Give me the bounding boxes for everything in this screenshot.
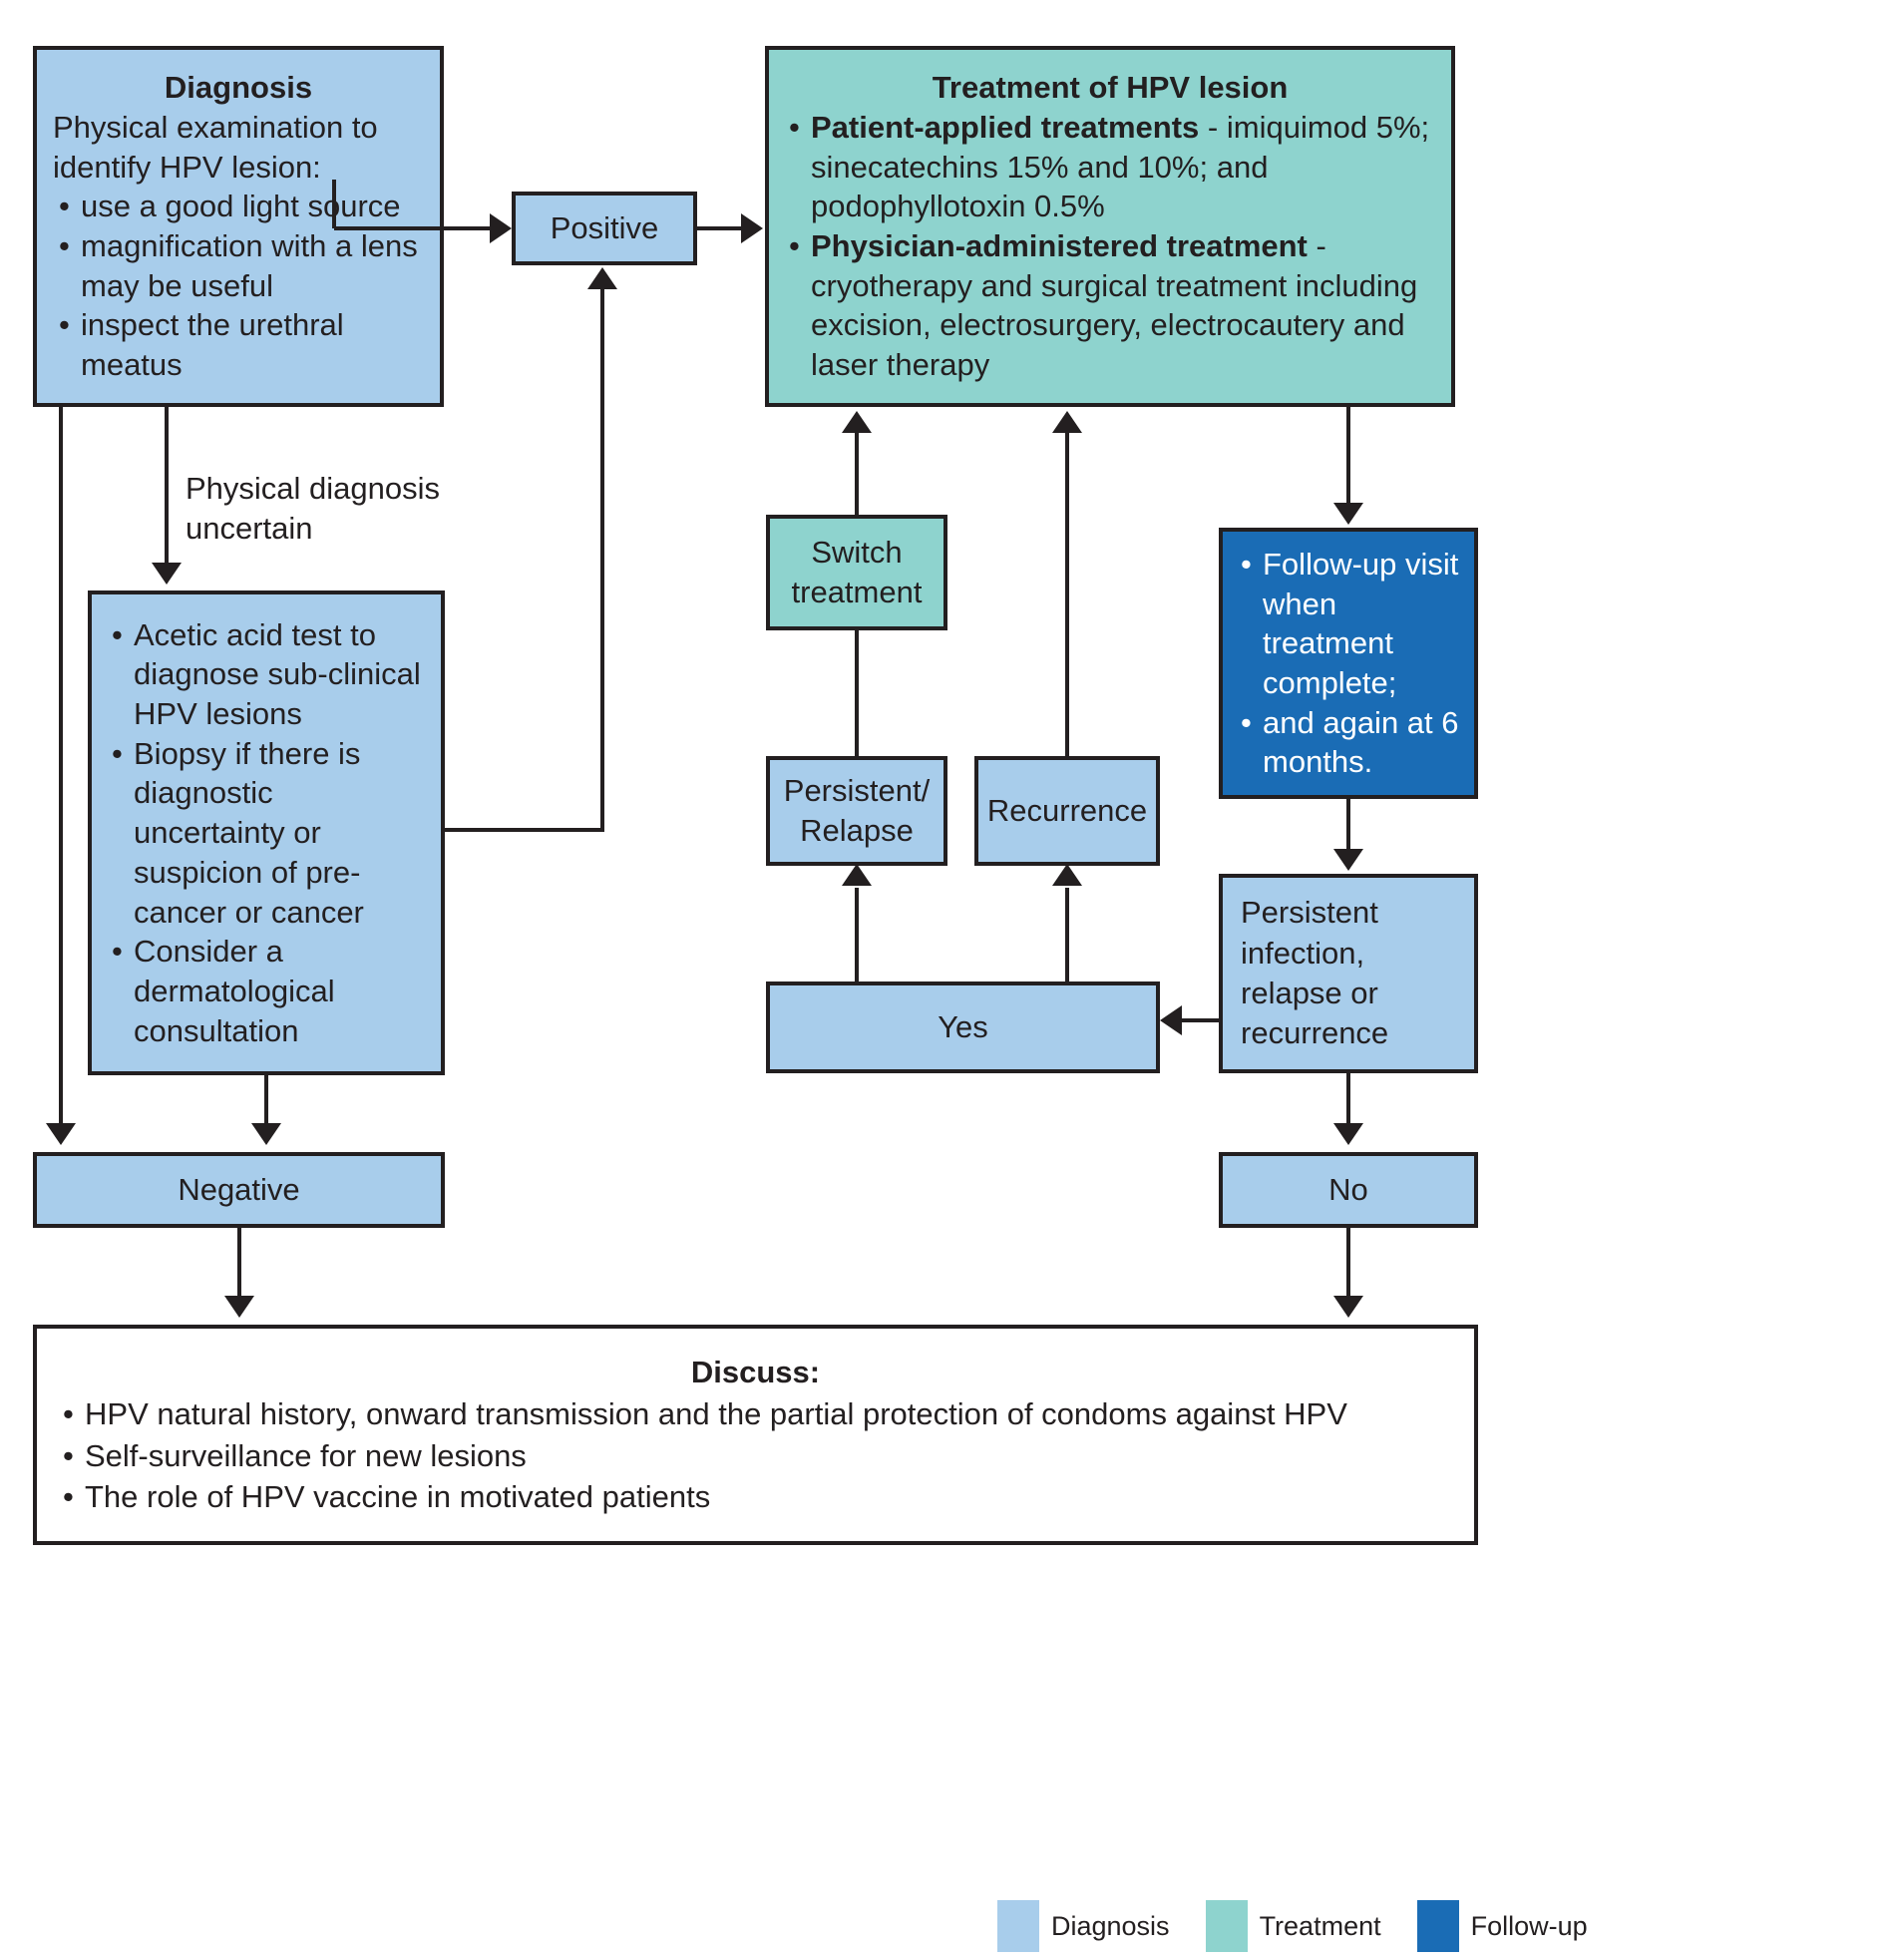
switch-treatment-line-1: Switch — [811, 534, 903, 570]
negative-label: Negative — [178, 1172, 300, 1207]
positive-label: Positive — [550, 210, 659, 245]
node-no: No — [1219, 1152, 1478, 1228]
arrowhead-acetic-to-negative — [251, 1123, 281, 1145]
treatment-bullet-2-rest: - cryotherapy and surgical treatment inc… — [811, 228, 1418, 383]
diagnosis-line-1: Physical examination to — [53, 109, 378, 145]
edge-yes-to-recurrence — [1065, 888, 1069, 983]
diagnosis-bullet-1: use a good light source — [53, 187, 424, 226]
arrowhead-negative-to-discuss — [224, 1296, 254, 1318]
switch-treatment-line-2: treatment — [791, 575, 923, 609]
legend-swatch-followup — [1416, 1900, 1459, 1952]
persistent-relapse-line-1: Persistent/ — [783, 772, 931, 808]
treatment-bullet-2-bold: Physician-administered treatment — [811, 228, 1308, 263]
legend-item-followup: Follow-up — [1416, 1900, 1588, 1952]
followup-bullet-2: and again at 6 months. — [1235, 703, 1462, 782]
edge-acetic-to-positive-v — [600, 289, 604, 830]
arrowhead-yes-to-persistent — [842, 864, 872, 886]
diagnosis-bullet-2: magnification with a lens may be useful — [53, 226, 424, 305]
persistent-infection-line-1: Persistent — [1241, 895, 1378, 931]
acetic-bullet-1: Acetic acid test to diagnose sub-clinica… — [106, 615, 427, 734]
edge-positive-to-treatment — [697, 226, 743, 230]
acetic-bullet-2: Biopsy if there is diagnostic uncertaint… — [106, 734, 427, 932]
legend-swatch-treatment — [1205, 1900, 1248, 1952]
edge-persistent-infection-to-no — [1346, 1073, 1350, 1123]
arrowhead-no-to-discuss — [1333, 1296, 1363, 1318]
edge-acetic-to-negative — [264, 1075, 268, 1123]
arrowhead-persistent-infection-to-no — [1333, 1123, 1363, 1145]
recurrence-label: Recurrence — [986, 793, 1148, 828]
legend-label-treatment: Treatment — [1259, 1910, 1381, 1941]
edge-treatment-to-followup — [1346, 407, 1350, 503]
arrowhead-recurrence-to-treatment — [1052, 411, 1082, 433]
edge-label-uncertain: Physical diagnosis uncertain — [186, 469, 440, 548]
persistent-infection-line-2: infection, — [1241, 935, 1365, 971]
node-followup: Follow-up visit when treatment complete;… — [1219, 528, 1478, 799]
edge-yes-to-persistent — [855, 888, 859, 983]
diagnosis-title: Diagnosis — [164, 70, 313, 106]
treatment-bullet-1-rest: - imiquimod 5%; sinecatechins 15% and 10… — [811, 109, 1430, 224]
edge-diagnosis-to-positive — [334, 226, 494, 230]
uncertain-line-2: uncertain — [186, 510, 313, 546]
node-yes: Yes — [766, 981, 1160, 1073]
legend-item-treatment: Treatment — [1205, 1900, 1381, 1952]
acetic-bullet-3: Consider a dermatological consultation — [106, 932, 427, 1050]
arrowhead-treatment-to-followup — [1333, 503, 1363, 525]
arrowhead-positive-to-treatment — [741, 213, 763, 243]
discuss-bullet-2: Self-surveillance for new lesions — [57, 1435, 1454, 1477]
legend: Diagnosis Treatment Follow-up — [997, 1900, 1588, 1952]
discuss-title: Discuss: — [690, 1355, 821, 1390]
yes-label: Yes — [938, 1009, 988, 1044]
arrowhead-yes-to-recurrence — [1052, 864, 1082, 886]
edge-negative-to-discuss — [237, 1228, 241, 1296]
treatment-bullet-2: Physician-administered treatment - cryot… — [783, 226, 1437, 385]
arrowhead-diagnosis-to-positive — [490, 213, 512, 243]
edge-acetic-to-positive-h — [443, 828, 604, 832]
edge-diagnosis-to-acetic — [165, 407, 169, 563]
treatment-bullet-1-bold: Patient-applied treatments — [811, 109, 1200, 145]
persistent-relapse-line-2: Relapse — [800, 813, 914, 848]
node-persistent-infection: Persistent infection, relapse or recurre… — [1219, 874, 1478, 1073]
node-positive: Positive — [512, 192, 697, 265]
legend-label-diagnosis: Diagnosis — [1051, 1910, 1170, 1941]
legend-item-diagnosis: Diagnosis — [997, 1900, 1170, 1952]
followup-bullet-1: Follow-up visit when treatment complete; — [1235, 545, 1462, 703]
arrowhead-diagnosis-to-negative — [46, 1123, 76, 1145]
node-treatment: Treatment of HPV lesion Patient-applied … — [765, 46, 1455, 407]
arrowhead-diagnosis-to-acetic — [152, 563, 182, 585]
node-recurrence: Recurrence — [974, 756, 1160, 866]
diagnosis-bullet-3: inspect the urethral meatus — [53, 305, 424, 384]
legend-label-followup: Follow-up — [1470, 1910, 1588, 1941]
edge-no-to-discuss — [1346, 1228, 1350, 1296]
persistent-infection-line-3: relapse or — [1241, 976, 1378, 1010]
diagnosis-line-2: identify HPV lesion: — [53, 149, 321, 185]
persistent-infection-line-4: recurrence — [1241, 1015, 1389, 1051]
treatment-bullet-1: Patient-applied treatments - imiquimod 5… — [783, 108, 1437, 226]
no-label: No — [1328, 1172, 1368, 1207]
legend-swatch-diagnosis — [997, 1900, 1039, 1952]
node-acetic-acid: Acetic acid test to diagnose sub-clinica… — [88, 590, 445, 1075]
discuss-bullet-1: HPV natural history, onward transmission… — [57, 1393, 1454, 1435]
discuss-bullet-3: The role of HPV vaccine in motivated pat… — [57, 1476, 1454, 1518]
edge-persistent-to-switch — [855, 630, 859, 758]
edge-followup-to-persistent-infection — [1346, 799, 1350, 849]
arrowhead-acetic-to-positive — [587, 267, 617, 289]
treatment-title: Treatment of HPV lesion — [932, 70, 1289, 106]
edge-diagnosis-stub-right — [332, 180, 336, 228]
arrowhead-followup-to-persistent-infection — [1333, 849, 1363, 871]
edge-diagnosis-to-negative — [59, 407, 63, 1123]
edge-recurrence-to-treatment — [1065, 433, 1069, 758]
node-negative: Negative — [33, 1152, 445, 1228]
edge-persistent-infection-to-yes — [1182, 1018, 1222, 1022]
node-persistent-relapse: Persistent/ Relapse — [766, 756, 947, 866]
arrowhead-persistent-infection-to-yes — [1160, 1005, 1182, 1035]
node-switch-treatment: Switch treatment — [766, 515, 947, 630]
uncertain-line-1: Physical diagnosis — [186, 471, 441, 506]
arrowhead-switch-to-treatment — [842, 411, 872, 433]
edge-switch-to-treatment — [855, 433, 859, 517]
node-discuss: Discuss: HPV natural history, onward tra… — [33, 1325, 1478, 1545]
